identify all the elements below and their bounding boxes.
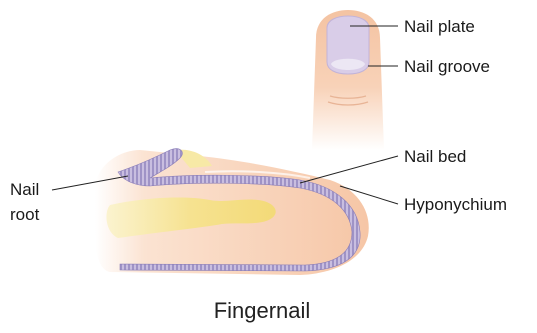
label-nail-plate: Nail plate [404,17,475,36]
leader-nail-bed [300,156,398,183]
label-nail-root-line2: root [10,205,40,224]
label-hyponychium: Hyponychium [404,195,507,214]
fingertip-illustration [312,10,384,150]
label-nail-groove: Nail groove [404,57,490,76]
nail-cross-section [95,149,369,275]
caption: Fingernail [214,298,311,323]
label-nail-root-line1: Nail [10,180,39,199]
label-nail-bed: Nail bed [404,147,466,166]
